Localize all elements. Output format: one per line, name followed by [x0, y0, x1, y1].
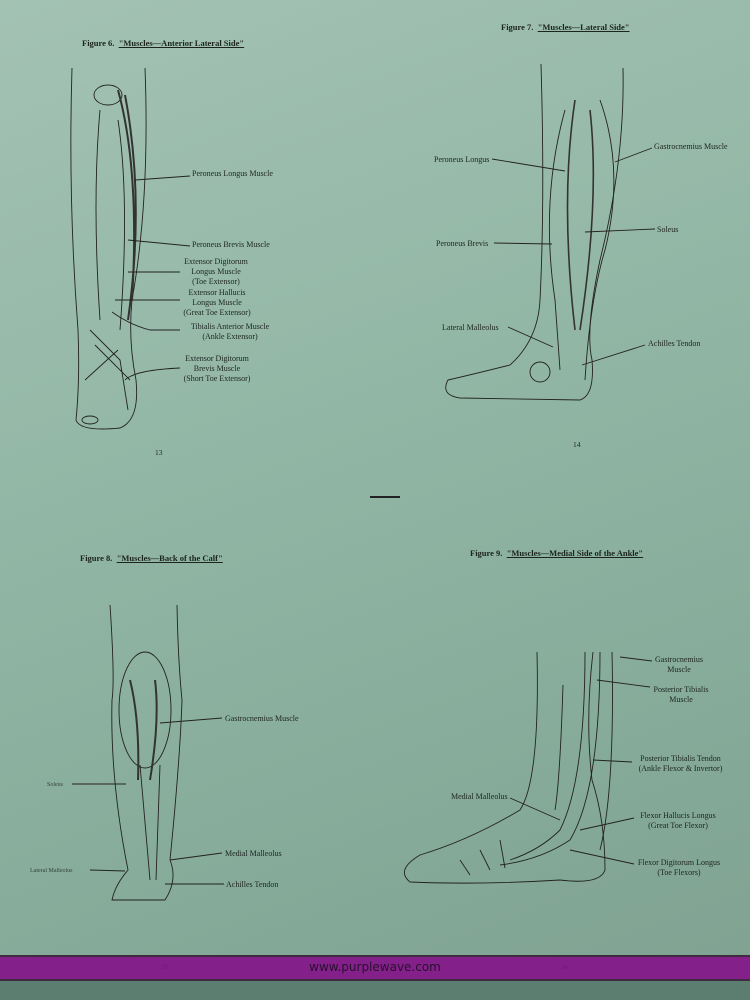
page-number-14: 14 — [573, 440, 581, 449]
figure-7-title: Figure 7. "Muscles—Lateral Side" — [501, 22, 630, 32]
label-soleus: Soleus — [657, 225, 679, 234]
label-gastrocnemius-muscle: Gastrocnemius Muscle — [654, 142, 728, 151]
footer-url[interactable]: www.purplewave.com — [309, 960, 441, 974]
label-flexor-digitorum-longus: Flexor Digitorum Longus(Toe Flexors) — [637, 858, 721, 877]
label-soleus: Soleus — [47, 782, 64, 788]
watermark-band: 15 www.purplewave.com 16 — [0, 955, 750, 981]
label-peroneus-longus: Peroneus Longus — [434, 155, 490, 164]
figure-9-drawing — [403, 651, 653, 884]
label-posterior-tibialis-tendon: Posterior Tibialis Tendon(Ankle Flexor &… — [638, 754, 723, 773]
label-flexor-hallucis-longus: Flexor Hallucis Longus(Great Toe Flexor) — [640, 811, 716, 830]
label-gastrocnemius-muscle: Gastrocnemius Muscle — [225, 714, 299, 723]
label-achilles-tendon: Achilles Tendon — [226, 880, 279, 889]
figure-6-drawing — [70, 67, 191, 430]
figure-7-drawing — [445, 63, 656, 401]
label-achilles-tendon: Achilles Tendon — [648, 339, 701, 348]
label-lateral-malleolus: Lateral Malleolus — [442, 323, 499, 332]
label-peroneus-brevis-muscle: Peroneus Brevis Muscle — [192, 240, 270, 249]
figure-8-title: Figure 8. "Muscles—Back of the Calf" — [80, 553, 223, 563]
figure-9-title: Figure 9. "Muscles—Medial Side of the An… — [470, 548, 644, 558]
label-peroneus-longus-muscle: Peroneus Longus Muscle — [192, 169, 273, 178]
label-peroneus-brevis: Peroneus Brevis — [436, 239, 489, 248]
figure-6-title: Figure 6. "Muscles—Anterior Lateral Side… — [82, 38, 245, 48]
bottom-edge — [0, 981, 750, 1000]
stray-ink-mark — [370, 496, 400, 498]
label-lateral-malleolus: Lateral Malleolus — [30, 868, 73, 874]
label-tibialis-anterior: Tibialis Anterior Muscle(Ankle Extensor) — [190, 322, 270, 341]
figure-8-drawing — [72, 604, 224, 901]
footer-page-15: 15 — [162, 965, 168, 971]
footer-page-16: 16 — [562, 965, 568, 971]
page-number-13: 13 — [155, 448, 163, 457]
label-medial-malleolus: Medial Malleolus — [451, 792, 508, 801]
label-medial-malleolus: Medial Malleolus — [225, 849, 282, 858]
